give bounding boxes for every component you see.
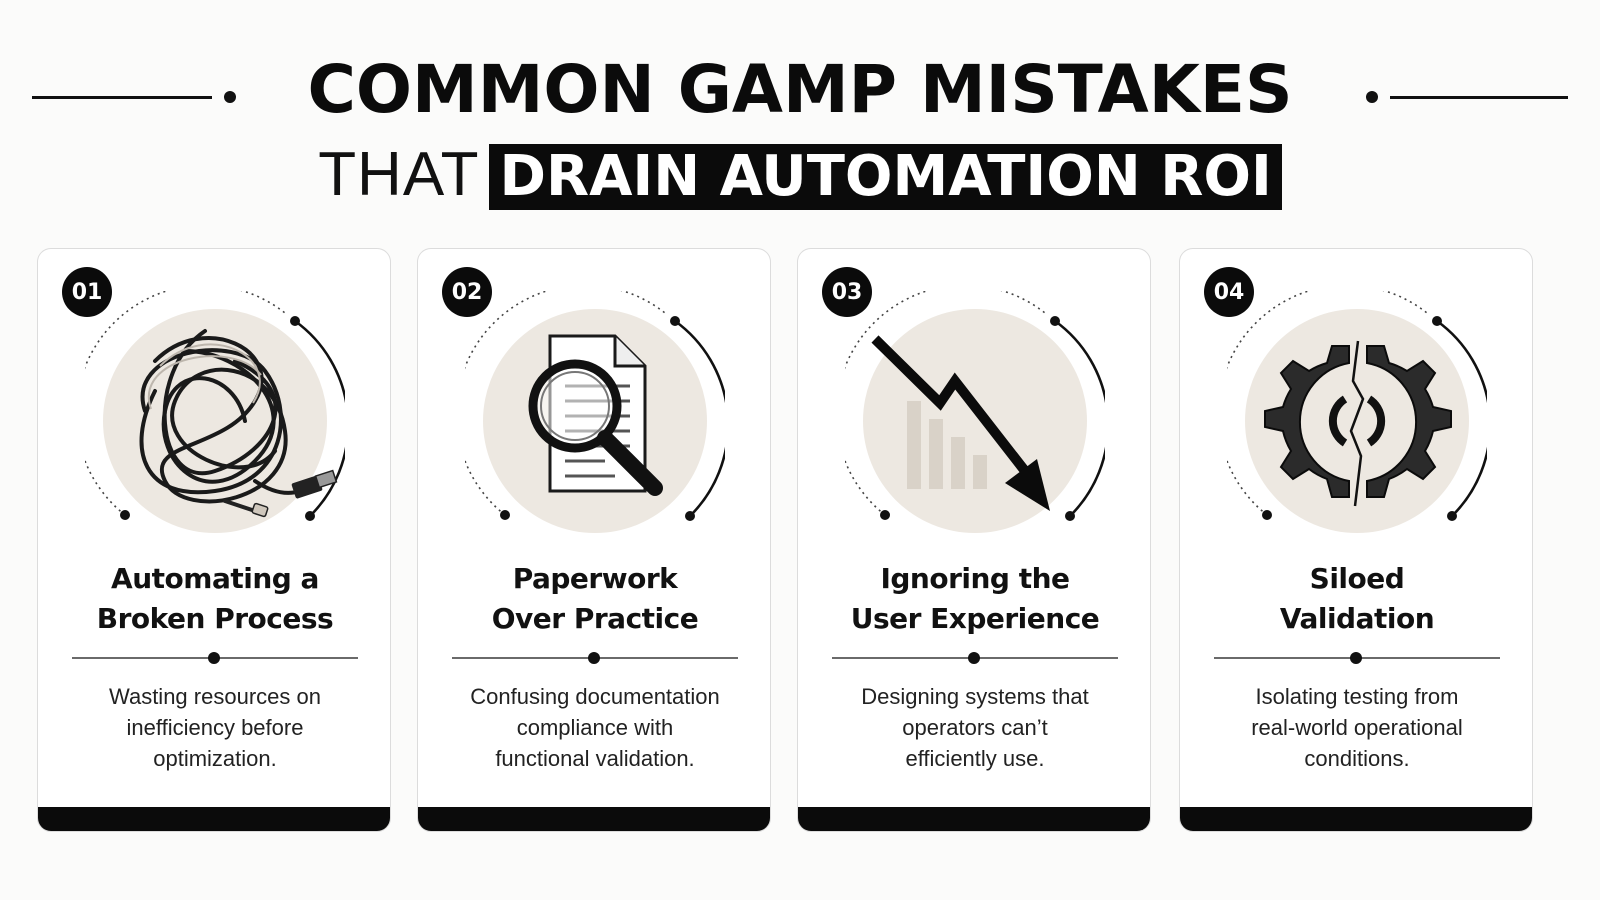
card-desc-line: real-world operational bbox=[1251, 715, 1463, 740]
card-title-line: Paperwork bbox=[512, 562, 678, 595]
card-base-bar bbox=[1180, 807, 1532, 831]
card-title-line: Broken Process bbox=[96, 602, 334, 635]
card-title: Siloed Validation bbox=[1190, 559, 1524, 639]
card-divider-dot bbox=[588, 652, 600, 664]
card-title-line: Automating a bbox=[111, 562, 319, 595]
header-rule-left bbox=[32, 96, 212, 99]
header-rule-dot-right bbox=[1366, 91, 1378, 103]
card-desc-line: conditions. bbox=[1304, 746, 1410, 771]
mistake-card-1: 01 Automating a Broken Process Wasting r… bbox=[37, 248, 391, 832]
card-desc-line: inefficiency before bbox=[126, 715, 304, 740]
card-desc-line: operators can’t bbox=[902, 715, 1048, 740]
header-rule-right bbox=[1390, 96, 1568, 99]
card-number-badge: 04 bbox=[1204, 267, 1254, 317]
page-title: COMMON GAMP MISTAKES bbox=[307, 51, 1293, 128]
card-title-line: User Experience bbox=[850, 602, 1100, 635]
mistake-card-4: 04 Siloed Validation Isolating testing f… bbox=[1179, 248, 1533, 832]
document-magnifier-icon bbox=[465, 291, 725, 533]
falling-arrow-icon bbox=[845, 291, 1105, 533]
card-title-line: Siloed bbox=[1309, 562, 1405, 595]
card-desc-line: Wasting resources on bbox=[109, 684, 321, 709]
card-description: Isolating testing from real-world operat… bbox=[1198, 681, 1516, 774]
subtitle-plain: THAT bbox=[318, 140, 480, 209]
card-title: Automating a Broken Process bbox=[48, 559, 382, 639]
mistake-card-3: 03 Ignoring the User Experience Designin… bbox=[797, 248, 1151, 832]
card-number-badge: 02 bbox=[442, 267, 492, 317]
card-description: Designing systems that operators can’t e… bbox=[816, 681, 1134, 774]
card-title-line: Over Practice bbox=[491, 602, 699, 635]
card-desc-line: efficiently use. bbox=[905, 746, 1045, 771]
card-divider-dot bbox=[1350, 652, 1362, 664]
card-base-bar bbox=[38, 807, 390, 831]
card-divider-dot bbox=[208, 652, 220, 664]
card-desc-line: Isolating testing from bbox=[1255, 684, 1459, 709]
card-base-bar bbox=[418, 807, 770, 831]
card-description: Confusing documentation compliance with … bbox=[436, 681, 754, 774]
subtitle-highlight: DRAIN AUTOMATION ROI bbox=[489, 144, 1282, 210]
card-desc-line: functional validation. bbox=[495, 746, 695, 771]
header-rule-dot-left bbox=[224, 91, 236, 103]
card-title: Paperwork Over Practice bbox=[428, 559, 762, 639]
broken-gear-icon bbox=[1227, 291, 1487, 533]
card-number-badge: 03 bbox=[822, 267, 872, 317]
mistake-card-2: 02 Paperwork Over Practice Confusing doc… bbox=[417, 248, 771, 832]
card-number-badge: 01 bbox=[62, 267, 112, 317]
card-title: Ignoring the User Experience bbox=[808, 559, 1142, 639]
card-base-bar bbox=[798, 807, 1150, 831]
card-desc-line: compliance with bbox=[516, 715, 674, 740]
card-desc-line: Confusing documentation bbox=[470, 684, 720, 709]
card-description: Wasting resources on inefficiency before… bbox=[56, 681, 374, 774]
tangled-cable-icon bbox=[85, 291, 345, 533]
card-divider-dot bbox=[968, 652, 980, 664]
card-title-line: Ignoring the bbox=[880, 562, 1070, 595]
card-desc-line: optimization. bbox=[153, 746, 277, 771]
card-title-line: Validation bbox=[1279, 602, 1435, 635]
card-desc-line: Designing systems that bbox=[861, 684, 1089, 709]
